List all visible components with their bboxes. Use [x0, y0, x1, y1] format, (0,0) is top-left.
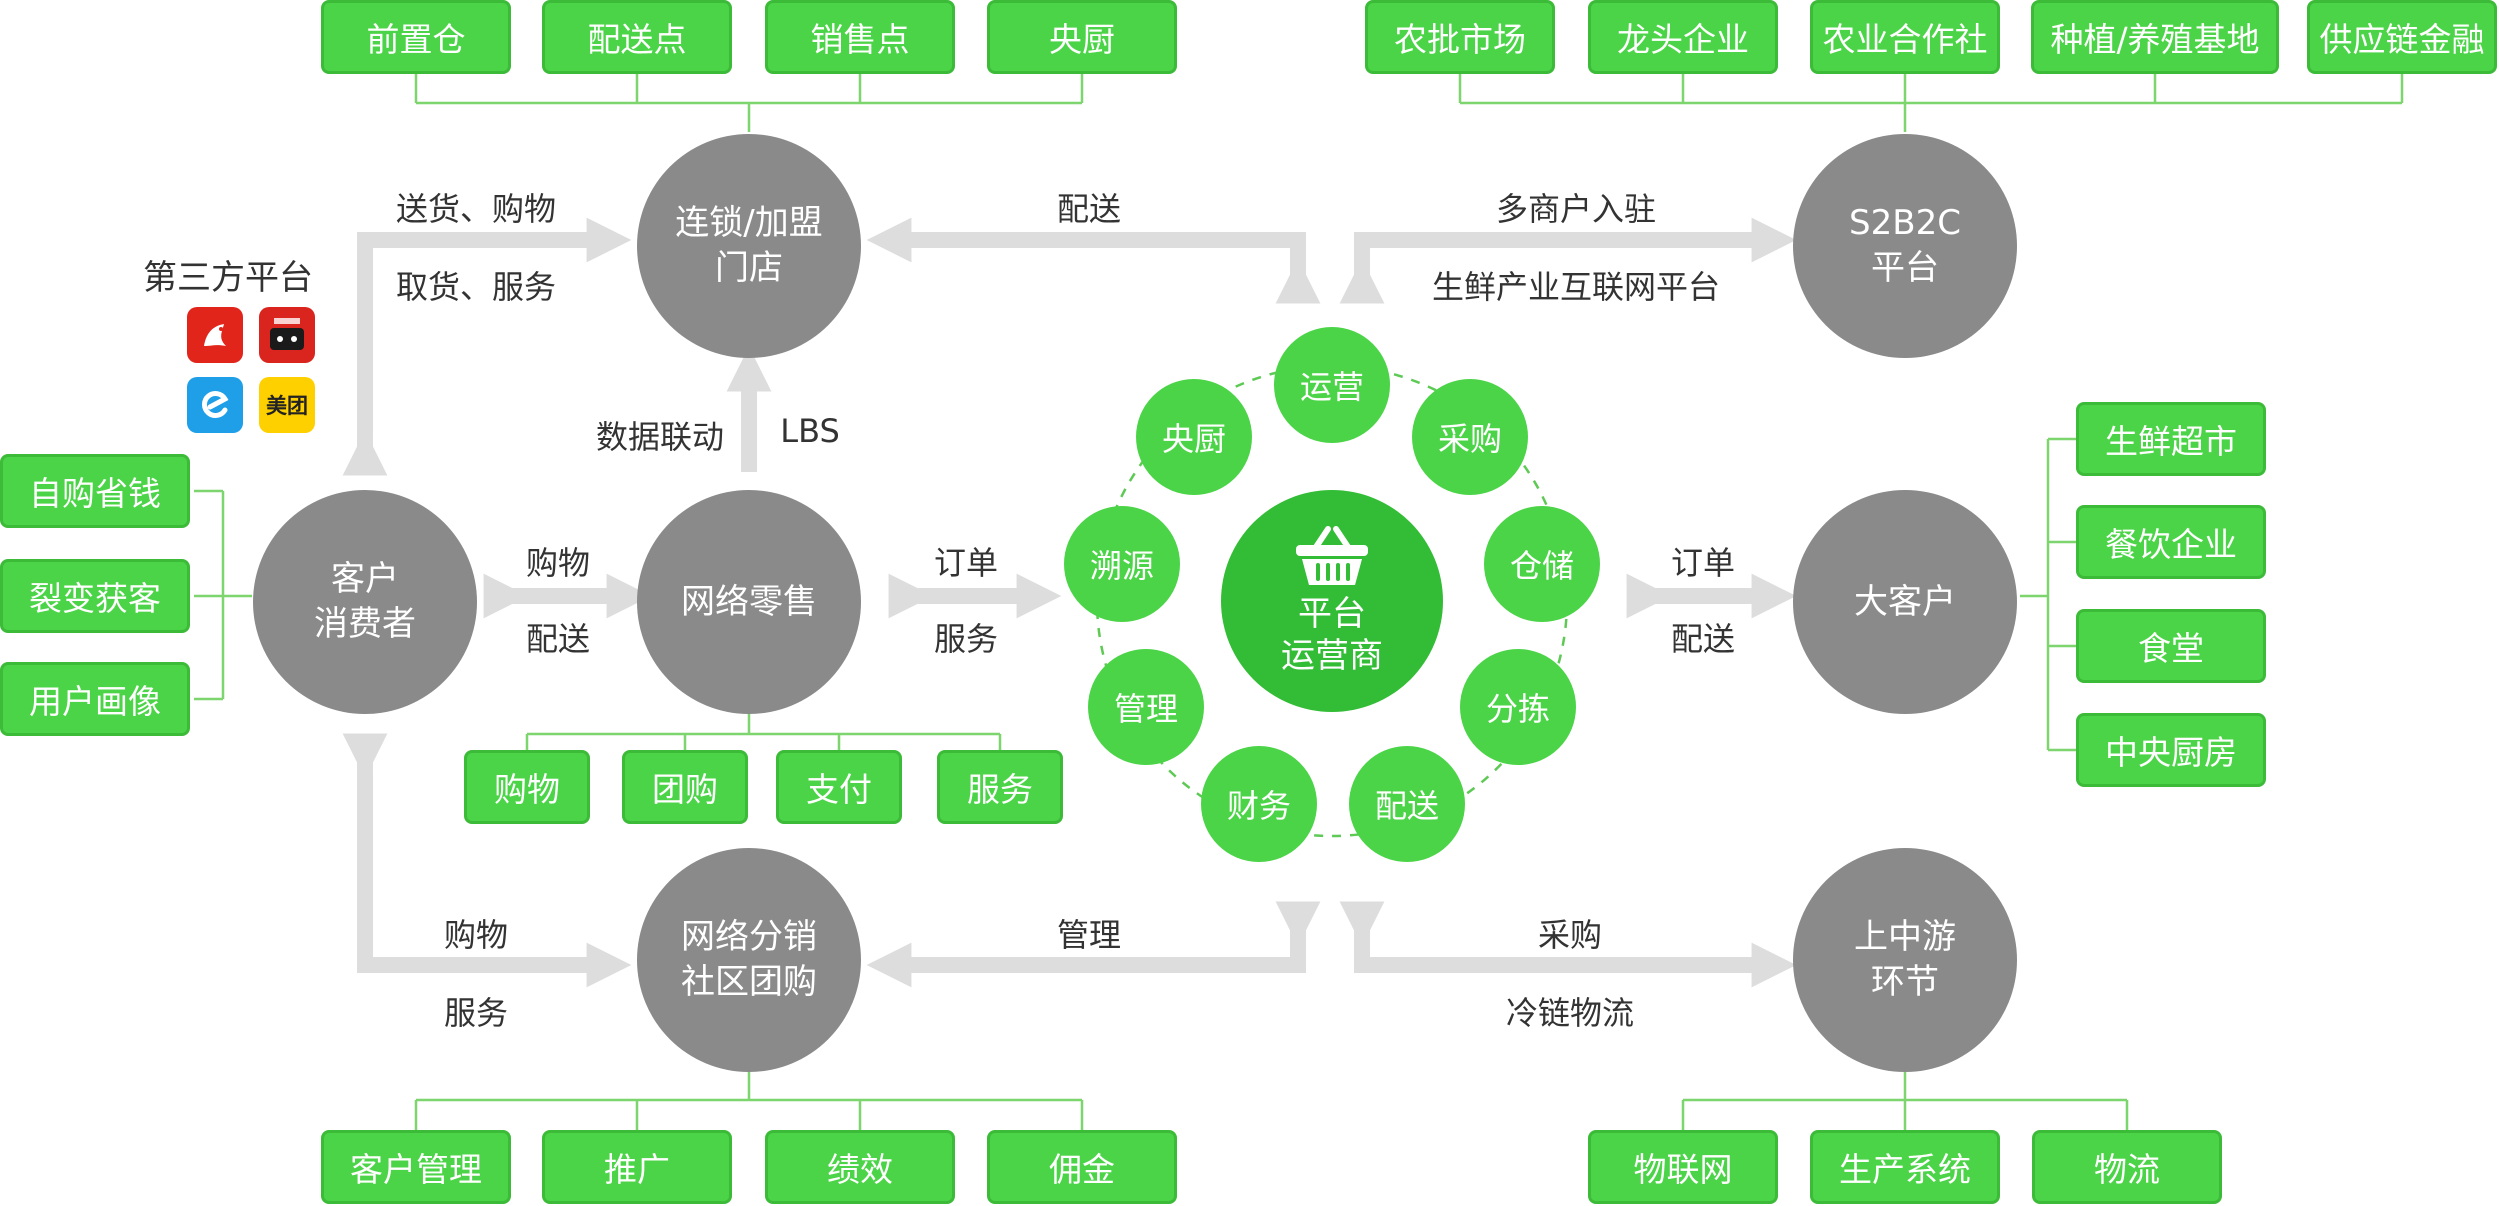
box-self-save: 自购省钱 — [0, 454, 190, 528]
label-delivery-mid: 配送 — [525, 620, 591, 658]
ring-delivery: 配送 — [1349, 746, 1465, 862]
platform-core-line1: 平台 — [1298, 594, 1366, 634]
node-distribution: 网络分销 社区团购 — [637, 848, 861, 1072]
node-upstream-line1: 上中游 — [1854, 917, 1956, 957]
eleme-icon — [187, 377, 243, 433]
node-upstream: 上中游 环节 — [1793, 848, 2017, 1072]
node-distribution-line2: 社区团购 — [681, 962, 817, 1002]
ring-warehouse: 仓储 — [1484, 506, 1600, 622]
label-send-shop: 送货、购物 — [395, 190, 557, 228]
ring-traceability: 溯源 — [1064, 506, 1180, 622]
box-supply-chain-finance: 供应链金融 — [2307, 0, 2497, 74]
box-central-kitchen-large: 中央厨房 — [2076, 713, 2266, 787]
node-customer-line1: 客户 — [331, 559, 399, 599]
node-online-retail: 网络零售 — [637, 490, 861, 714]
box-cooperative: 农业合作社 — [1810, 0, 2000, 74]
meituan-icon: 美团 — [259, 377, 315, 433]
box-fresh-supermarket: 生鲜超市 — [2076, 402, 2266, 476]
third-party-title: 第三方平台 — [143, 258, 313, 298]
jd-icon — [187, 307, 243, 363]
platform-core-line2: 运营商 — [1281, 636, 1383, 676]
ring-purchase: 采购 — [1412, 379, 1528, 495]
box-central-kitchen: 央厨 — [987, 0, 1177, 74]
shopping-basket-icon — [1296, 526, 1368, 585]
ring-sorting: 分拣 — [1460, 649, 1576, 765]
box-performance: 绩效 — [765, 1130, 955, 1204]
box-sales-point: 销售点 — [765, 0, 955, 74]
label-pickup-service: 取货、服务 — [395, 268, 557, 306]
node-chain-store: 连锁/加盟 门店 — [637, 134, 861, 358]
box-wholesale-market: 农批市场 — [1365, 0, 1555, 74]
label-data-link: 数据联动 — [595, 418, 725, 456]
box-front-warehouse: 前置仓 — [321, 0, 511, 74]
label-service-left: 服务 — [933, 620, 999, 658]
box-viral-acquire: 裂变获客 — [0, 559, 190, 633]
label-cold-chain: 冷链物流 — [1505, 994, 1635, 1032]
node-big-client: 大客户 — [1793, 490, 2017, 714]
label-delivery-right: 配送 — [1670, 620, 1736, 658]
box-retail-groupbuy: 团购 — [622, 750, 748, 824]
tmall-icon — [259, 307, 315, 363]
box-leading-enterprise: 龙头企业 — [1588, 0, 1778, 74]
box-delivery-point: 配送点 — [542, 0, 732, 74]
box-iot: 物联网 — [1588, 1130, 1778, 1204]
box-farming-base: 种植/养殖基地 — [2031, 0, 2279, 74]
box-customer-management: 客户管理 — [321, 1130, 511, 1204]
node-distribution-line1: 网络分销 — [681, 917, 817, 957]
label-fresh-platform: 生鲜产业互联网平台 — [1431, 268, 1721, 306]
node-customer-line2: 消费者 — [314, 604, 416, 644]
box-retail-payment: 支付 — [776, 750, 902, 824]
label-lbs: LBS — [780, 412, 840, 450]
box-retail-shopping: 购物 — [464, 750, 590, 824]
node-upstream-line2: 环节 — [1871, 962, 1939, 1002]
box-canteen: 食堂 — [2076, 609, 2266, 683]
label-shopping-bottom: 购物 — [443, 916, 509, 954]
label-manage-bottom: 管理 — [1056, 916, 1122, 954]
box-production-system: 生产系统 — [1810, 1130, 2000, 1204]
platform-core: 平台 运营商 — [1221, 490, 1443, 712]
node-online-retail-line1: 网络零售 — [681, 581, 817, 622]
label-purchase-bottom: 采购 — [1537, 916, 1603, 954]
ring-central-kitchen: 央厨 — [1136, 379, 1252, 495]
label-order-left: 订单 — [933, 544, 999, 582]
box-commission: 佣金 — [987, 1130, 1177, 1204]
ring-management: 管理 — [1088, 649, 1204, 765]
node-s2b2c-line2: 平台 — [1871, 248, 1939, 288]
box-logistics: 物流 — [2032, 1130, 2222, 1204]
node-s2b2c: S2B2C 平台 — [1793, 134, 2017, 358]
label-service-bottom: 服务 — [443, 994, 509, 1032]
node-s2b2c-line1: S2B2C — [1849, 203, 1961, 243]
label-order-right: 订单 — [1670, 544, 1736, 582]
label-shopping-mid: 购物 — [525, 544, 591, 582]
box-promotion: 推广 — [542, 1130, 732, 1204]
node-big-client-line1: 大客户 — [1854, 581, 1956, 622]
box-user-portrait: 用户画像 — [0, 662, 190, 736]
box-retail-service: 服务 — [937, 750, 1063, 824]
node-customer: 客户 消费者 — [253, 490, 477, 714]
box-catering-enterprise: 餐饮企业 — [2076, 505, 2266, 579]
node-chain-store-line2: 门店 — [715, 248, 783, 288]
node-chain-store-line1: 连锁/加盟 — [675, 203, 823, 243]
ring-finance: 财务 — [1201, 746, 1317, 862]
label-delivery-top: 配送 — [1056, 190, 1122, 228]
label-multi-merchant: 多商户入驻 — [1495, 190, 1657, 228]
ring-operation: 运营 — [1274, 327, 1390, 443]
